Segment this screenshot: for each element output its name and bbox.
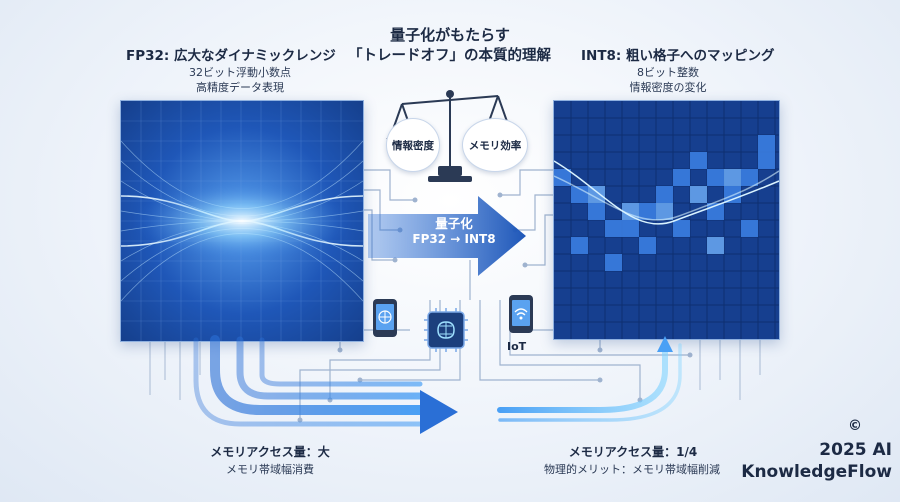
- scale-left-pan-label: 情報密度: [386, 118, 440, 172]
- iot-device-icon: [509, 295, 533, 333]
- int8-label: INT8: 粗い格子へのマッピング: [581, 48, 775, 64]
- brand-name: KnowledgeFlow: [741, 462, 892, 482]
- arrow-label-2: FP32 → INT8: [412, 232, 496, 246]
- ai-chip-icon: [424, 308, 468, 352]
- page-title: 量子化がもたらす: [390, 26, 510, 44]
- fp32-sub2: 高精度データ表現: [196, 81, 284, 94]
- iot-label: IoT: [507, 340, 527, 353]
- copyright-icon: ©: [848, 418, 862, 434]
- int8-sub1: 8ビット整数: [637, 66, 699, 79]
- arrow-label-1: 量子化: [435, 216, 473, 231]
- fp32-visual-panel: [120, 100, 364, 342]
- int8-visual-panel: [553, 100, 780, 340]
- fp32-label: FP32: 広大なダイナミックレンジ: [126, 48, 336, 64]
- scale-right-pan-label: メモリ効率: [462, 118, 528, 172]
- page-subtitle: 「トレードオフ」の本質的理解: [348, 48, 551, 64]
- smartphone-icon: [373, 299, 397, 337]
- int8-sub2: 情報密度の変化: [629, 81, 707, 94]
- fp32-memory-caption: メモリアクセス量：大: [210, 445, 330, 459]
- fp32-memory-sub: メモリ帯域幅消費: [226, 463, 314, 476]
- fp32-sub1: 32ビット浮動小数点: [189, 66, 291, 79]
- quantization-arrow: [368, 196, 526, 276]
- int8-memory-caption: メモリアクセス量：1/4: [568, 445, 698, 459]
- brand-year: 2025 AI: [819, 440, 892, 460]
- int8-memory-sub: 物理的メリット：メモリ帯域幅削減: [544, 463, 720, 476]
